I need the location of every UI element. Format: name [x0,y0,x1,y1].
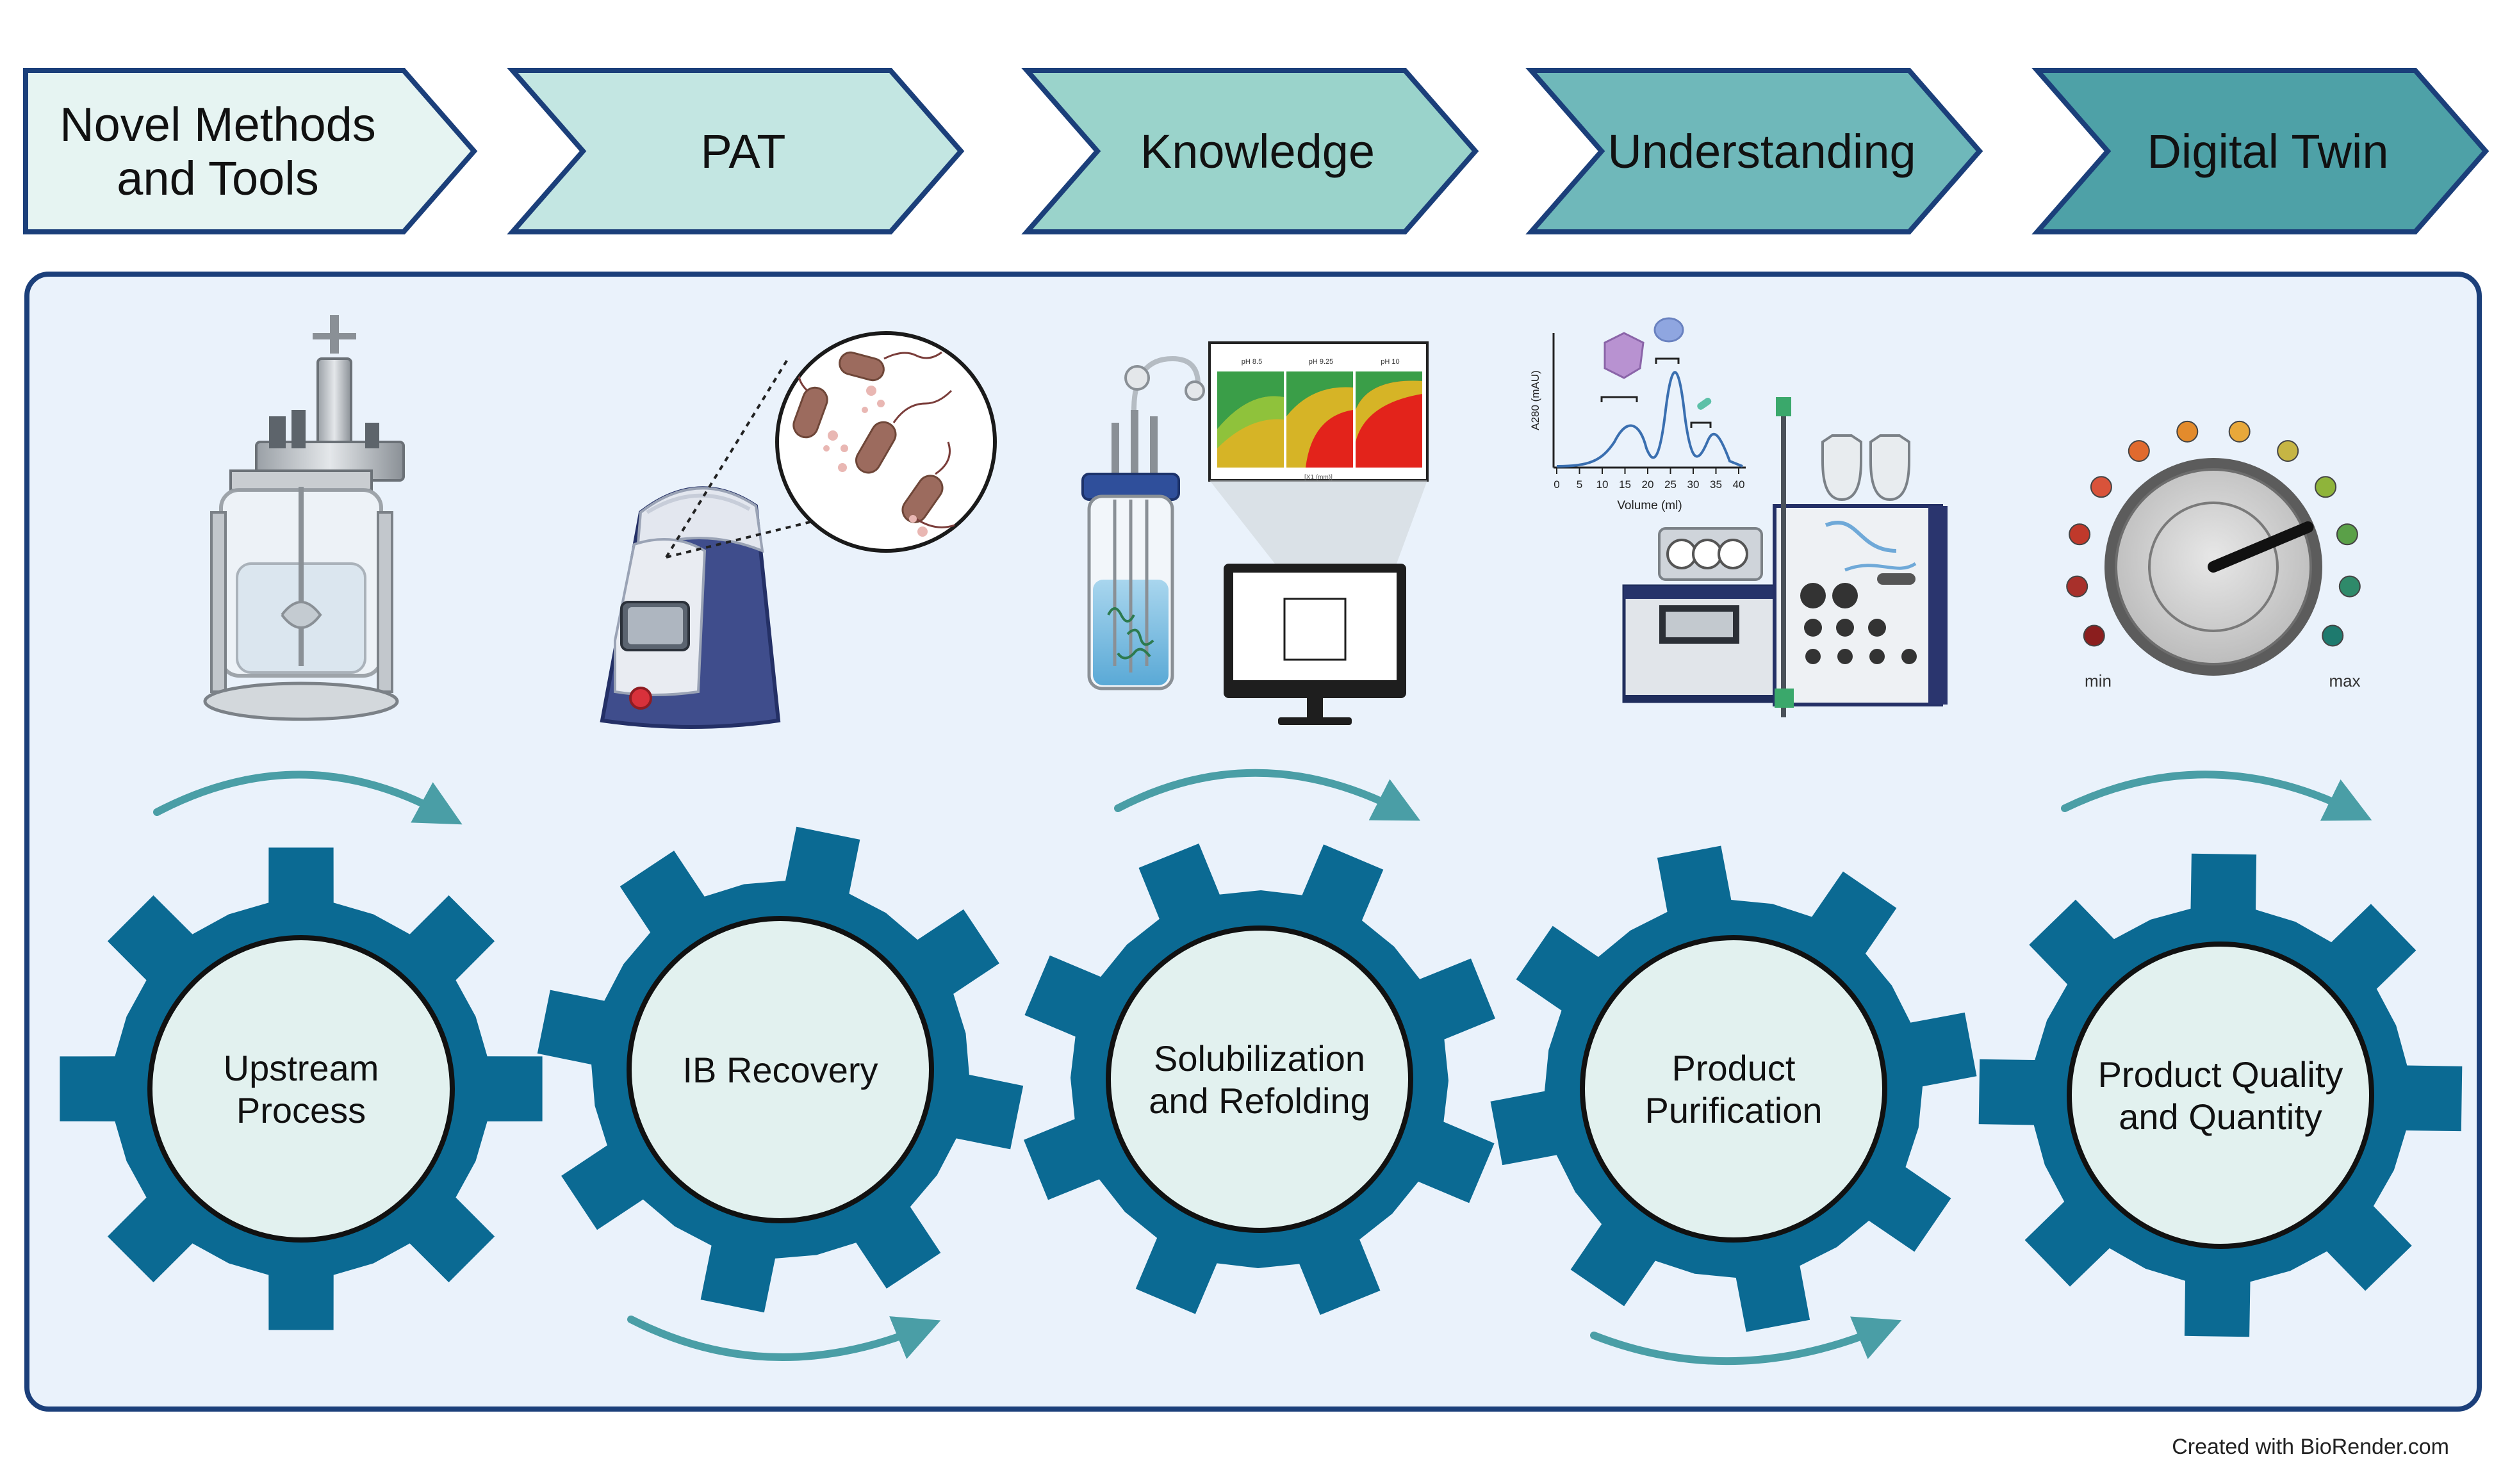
contour-panel: pH 10 [1356,358,1422,468]
dial-indicator-dot [2322,624,2344,647]
header-step-label: Novel Methods [60,98,376,151]
gear-label: Process [236,1090,366,1130]
dial-min-label: min [2085,671,2112,690]
chromatogram-tick-label: 30 [1687,478,1700,491]
contour-panel-label: pH 8.5 [1242,358,1262,366]
gear-center [1580,935,1887,1243]
flow-arrow [153,771,463,825]
gear-center [627,916,934,1223]
gear-label: IB Recovery [683,1050,878,1090]
stirred-vessel-icon [1081,355,1205,690]
chromatogram-x-label: Volume (ml) [1617,499,1682,512]
gear-center [147,935,455,1243]
header-step-label: PAT [701,125,786,178]
dial-indicator-dot [2228,420,2251,443]
contour-panel-label: pH 9.25 [1309,358,1334,366]
dial-indicator-dot [2128,440,2150,462]
dial-indicator-dot [2338,575,2361,598]
bioreactor-icon [203,315,405,721]
gear-label: and Quantity [2119,1097,2322,1137]
gear-label: Product [1672,1048,1796,1088]
header-step-label: Knowledge [1140,125,1375,178]
homogenizer-icon [600,486,781,729]
gear-label: Product Quality [2098,1054,2343,1095]
chromatogram-tick-label: 35 [1710,478,1722,491]
contour-x-label: [X1 (mm)] [1304,474,1333,481]
header-step-label: and Tools [117,152,318,205]
chromatogram-tick-label: 0 [1554,478,1559,491]
control-dial-icon: min max [2066,420,2361,690]
credit-text: Created with BioRender.com [2172,1435,2449,1459]
chromatogram-tick-label: 5 [1577,478,1582,491]
gear-center [1106,925,1413,1233]
dial-indicator-dot [2176,420,2199,443]
contour-panel: pH 8.5 [1217,358,1284,468]
dial-indicator-dot [2336,523,2358,546]
dial-indicator-dot [2083,624,2105,647]
dial-indicator-dot [2315,476,2337,498]
dial-indicator-dot [2090,476,2112,498]
dial-needle [2208,521,2314,573]
header-step-label: Digital Twin [2147,125,2388,178]
contour-plot-icon: pH 8.5 pH 9.25 pH 10 [X1 (mm)] [1208,341,1429,482]
gear-center [2067,942,2374,1249]
header-step-4: Understanding [1525,68,1983,234]
header-step-label: Understanding [1607,125,1916,178]
monitor-icon [1210,480,1427,725]
chromatogram-tick-label: 25 [1664,478,1677,491]
flow-arrow [1590,1316,1902,1366]
bacteria-magnified-icon [665,331,997,559]
header-step-3: Knowledge [1021,68,1479,234]
flow-arrow [627,1316,941,1362]
chromatogram-tick-label: 10 [1596,478,1609,491]
header-step-2: PAT [507,68,965,234]
flow-arrow [2061,771,2372,821]
dial-indicator-dot [2066,575,2088,598]
contour-panel: pH 9.25 [1286,358,1353,468]
chromatogram-icon: 0 5 10 15 20 25 30 35 40 A280 (mAU) Volume (ml) [1529,317,1746,512]
chromatogram-tick-label: 40 [1733,478,1745,491]
gear-2: IB Recovery [537,826,1024,1313]
chromatogram-tick-label: 20 [1642,478,1654,491]
chromatography-system-icon [1622,397,1948,717]
gear-label: Solubilization [1154,1038,1365,1079]
gear-label: and Refolding [1149,1080,1370,1121]
dial-indicator-dot [2069,523,2091,546]
contour-panel-label: pH 10 [1381,358,1399,366]
chromatogram-tick-label: 15 [1619,478,1631,491]
flow-arrow [1114,769,1421,821]
dial-indicator-dot [2277,440,2299,462]
gear-label: Purification [1645,1090,1822,1130]
gear-label: Upstream [224,1048,379,1088]
dial-max-label: max [2329,671,2360,690]
flow-arrows [153,769,2372,1366]
header-step-5: Digital Twin [2031,68,2490,234]
chromatogram-y-label: A280 (mAU) [1529,370,1541,430]
